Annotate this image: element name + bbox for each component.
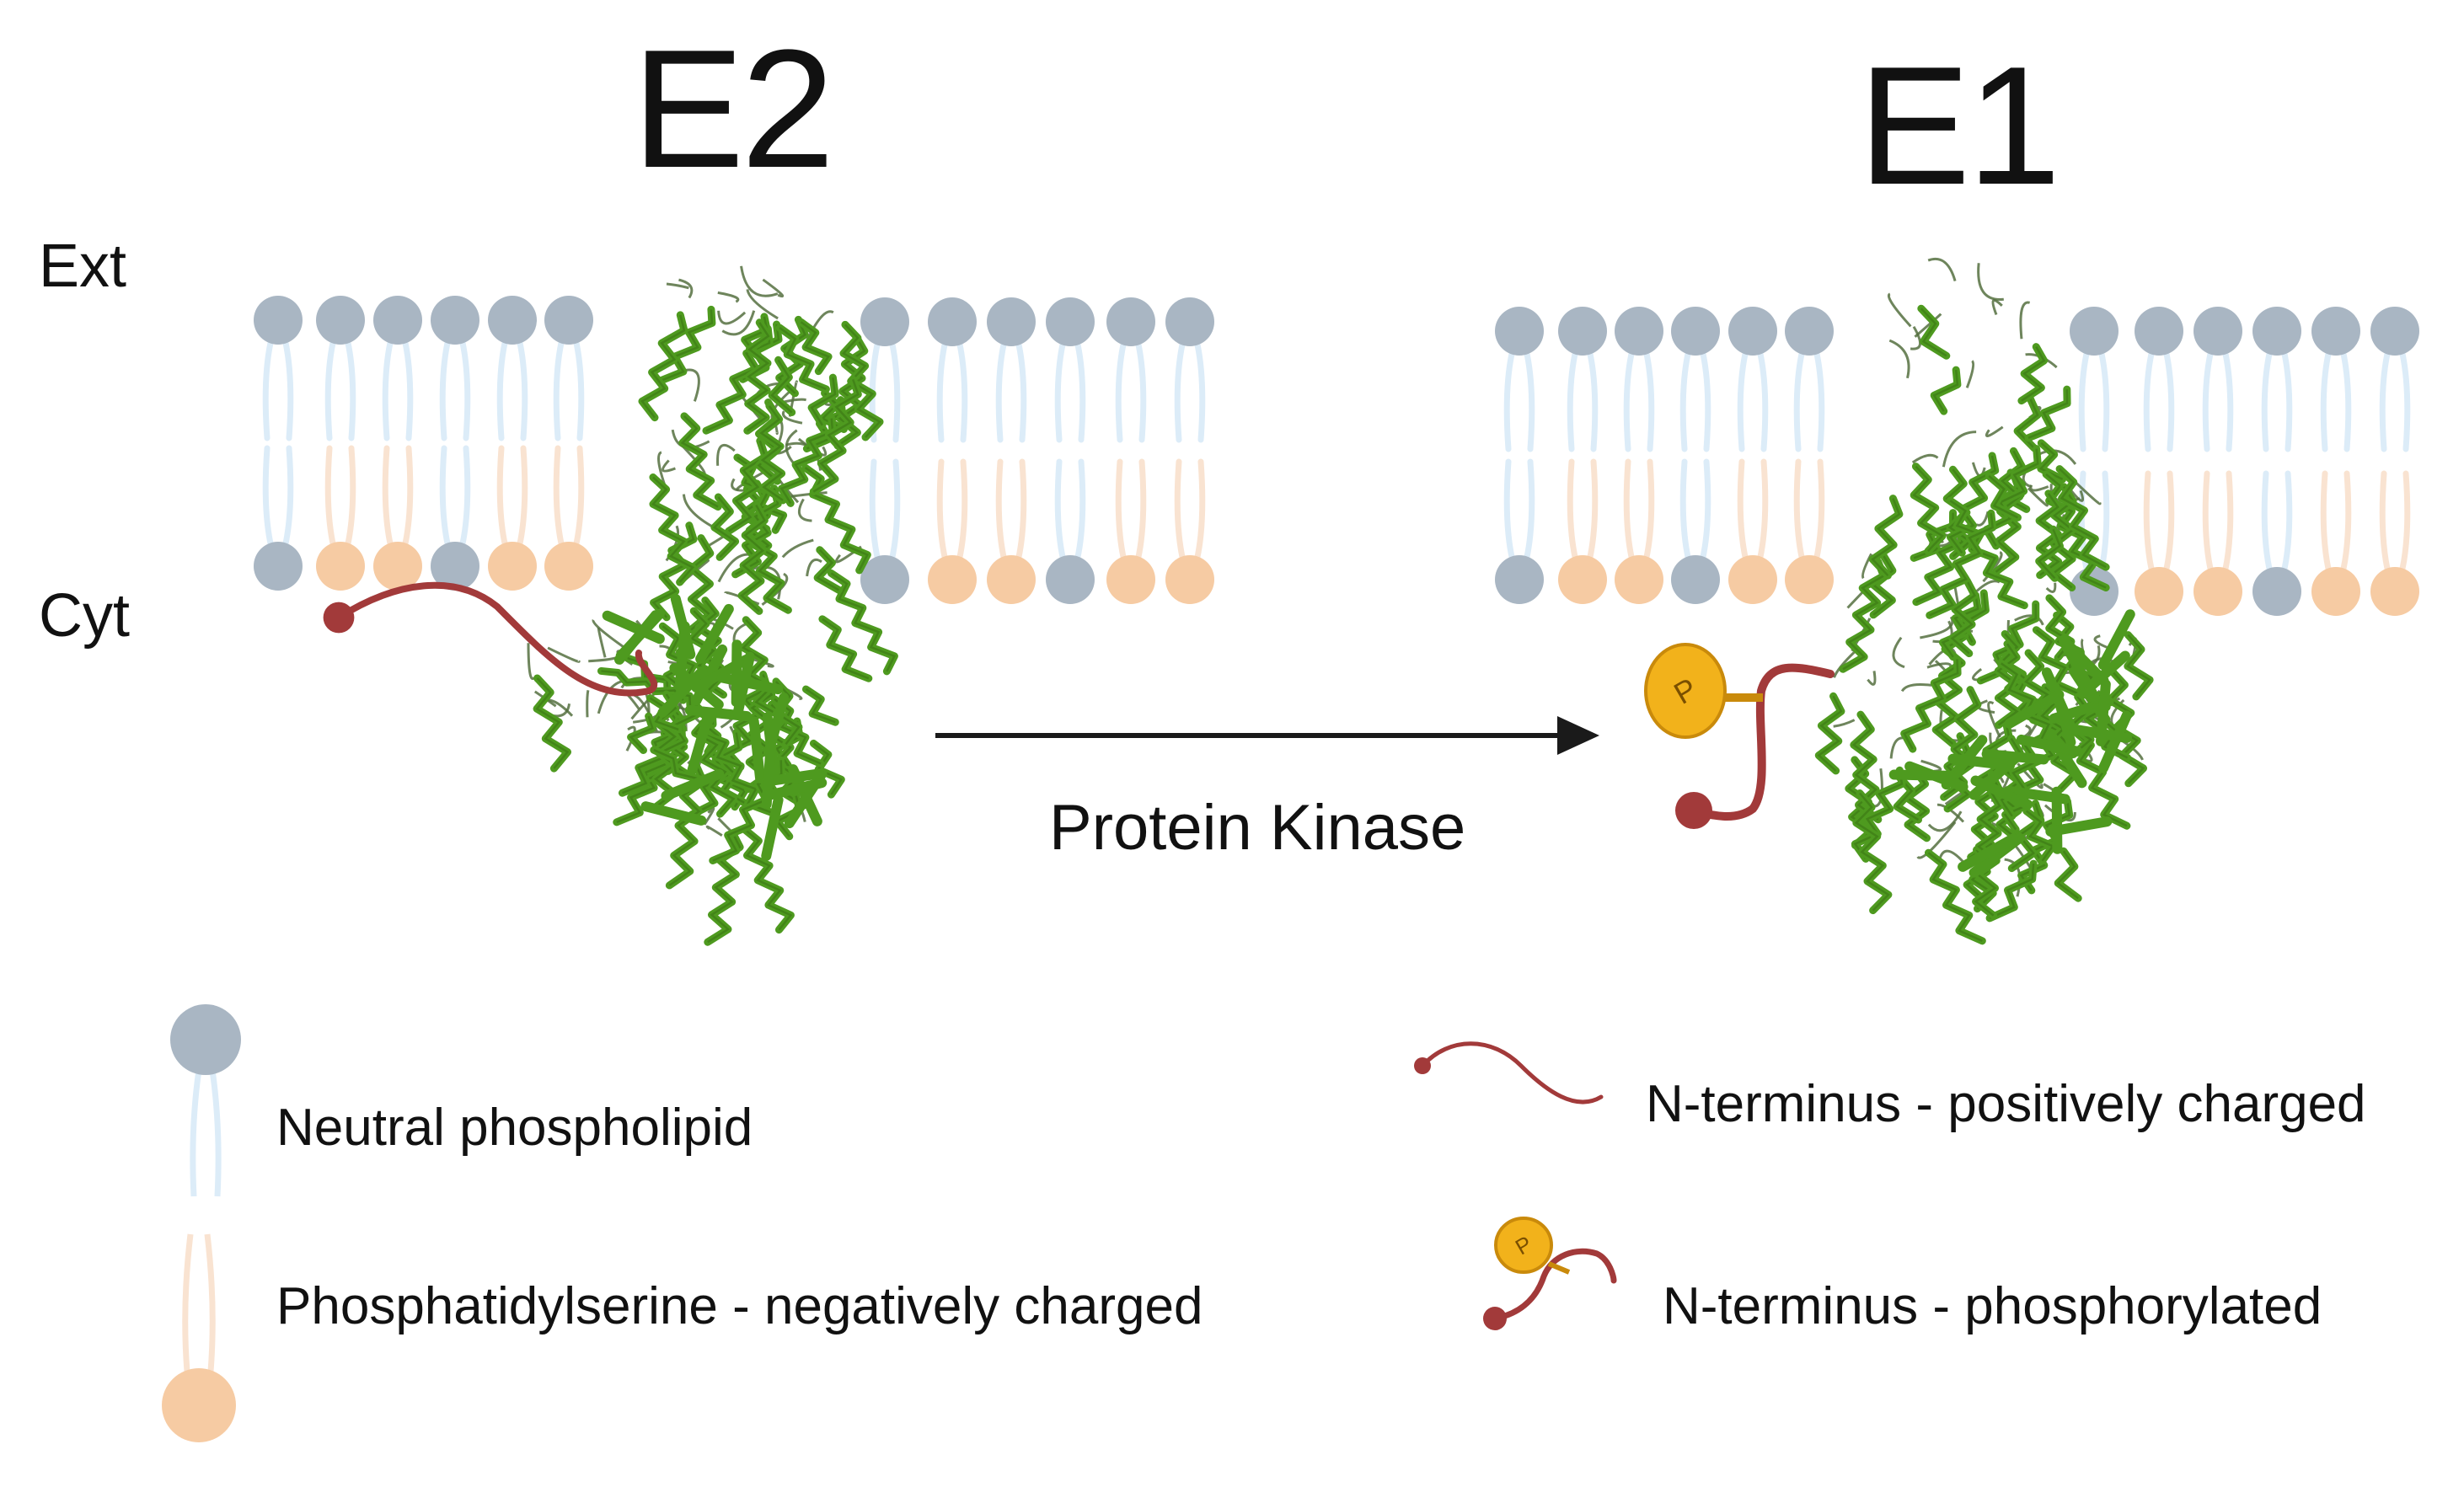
phosphatidylserine-head — [1728, 555, 1777, 604]
neutral-phospholipid-head — [431, 296, 479, 345]
phosphatidylserine-head — [1785, 555, 1834, 604]
phosphatidylserine-head — [1106, 555, 1155, 604]
neutral-phospholipid-head — [316, 296, 365, 345]
neutral-phospholipid-head — [1495, 307, 1544, 356]
legend-n-terminus-positive-icon — [1414, 1041, 1604, 1105]
phosphatidylserine-head — [2193, 567, 2242, 616]
legend-neutral-phospholipid-icon — [170, 1004, 241, 1197]
phosphatidylserine-head — [1558, 555, 1607, 604]
neutral-phospholipid-head — [1728, 307, 1777, 356]
cytoplasm-label: Cyt — [39, 582, 130, 650]
legend-n-terminus-phosphorylated-icon — [1483, 1248, 1617, 1330]
legend-label-phosphatidylserine: Phosphatidylserine - negatively charged — [276, 1277, 1203, 1335]
phosphatidylserine-head — [488, 542, 537, 591]
neutral-phospholipid-head — [2311, 307, 2360, 356]
neutral-phospholipid-head — [2070, 567, 2119, 616]
extracellular-label: Ext — [39, 233, 127, 300]
legend-label-n-terminus-positive: N-terminus - positively charged — [1646, 1075, 2366, 1133]
legend-label-neutral: Neutral phospholipid — [276, 1099, 753, 1157]
membrane-e2-left — [254, 296, 593, 591]
state-title-e2: E2 — [632, 15, 835, 203]
phosphatidylserine-head — [2311, 567, 2360, 616]
neutral-phospholipid-head — [1495, 555, 1544, 604]
phosphatidylserine-head — [544, 542, 593, 591]
neutral-phospholipid-head — [2193, 307, 2242, 356]
neutral-phospholipid-head — [2252, 307, 2301, 356]
membrane-e2-right — [860, 297, 1214, 604]
legend-phosphate-icon: P — [1494, 1217, 1553, 1274]
phosphatidylserine-head — [1615, 555, 1663, 604]
neutral-phospholipid-head — [544, 296, 593, 345]
neutral-phospholipid-head — [431, 542, 479, 591]
neutral-phospholipid-head — [2370, 307, 2419, 356]
phosphatidylserine-head — [987, 555, 1036, 604]
membrane-e1-left — [1495, 307, 1834, 604]
neutral-phospholipid-head — [860, 555, 909, 604]
phosphatidylserine-head — [928, 555, 977, 604]
transition-label: Protein Kinase — [1049, 792, 1466, 864]
neutral-phospholipid-head — [1785, 307, 1834, 356]
neutral-phospholipid-head — [488, 296, 537, 345]
transition-arrow — [935, 716, 1599, 755]
legend-label-n-terminus-phosphorylated: N-terminus - phosphorylated — [1663, 1277, 2322, 1335]
phosphate-e1-icon: P — [1644, 643, 1727, 739]
neutral-phospholipid-head — [373, 296, 422, 345]
phosphatidylserine-head — [2135, 567, 2183, 616]
phosphatidylserine-head — [316, 542, 365, 591]
n-terminus-e1 — [1675, 663, 1835, 829]
neutral-phospholipid-head — [254, 542, 303, 591]
neutral-phospholipid-head — [860, 297, 909, 346]
neutral-phospholipid-head — [1558, 307, 1607, 356]
neutral-phospholipid-head — [2135, 307, 2183, 356]
phosphatidylserine-head — [373, 542, 422, 591]
n-terminus-e2 — [323, 581, 658, 697]
neutral-phospholipid-head — [1165, 297, 1214, 346]
neutral-phospholipid-head — [2070, 307, 2119, 356]
neutral-phospholipid-head — [928, 297, 977, 346]
neutral-phospholipid-head — [987, 297, 1036, 346]
neutral-phospholipid-head — [1671, 307, 1720, 356]
neutral-phospholipid-head — [1615, 307, 1663, 356]
neutral-phospholipid-head — [1106, 297, 1155, 346]
neutral-phospholipid-head — [1046, 555, 1095, 604]
membrane-e1-right — [2070, 307, 2419, 616]
legend-phosphatidylserine-icon — [162, 1233, 236, 1442]
neutral-phospholipid-head — [1046, 297, 1095, 346]
phosphatidylserine-head — [1165, 555, 1214, 604]
neutral-phospholipid-head — [2252, 567, 2301, 616]
neutral-phospholipid-head — [254, 296, 303, 345]
protein-e2-structure — [527, 265, 898, 946]
neutral-phospholipid-head — [1671, 555, 1720, 604]
protein-e1-structure — [1814, 258, 2154, 945]
phosphatidylserine-head — [2370, 567, 2419, 616]
state-title-e1: E1 — [1858, 32, 2061, 220]
